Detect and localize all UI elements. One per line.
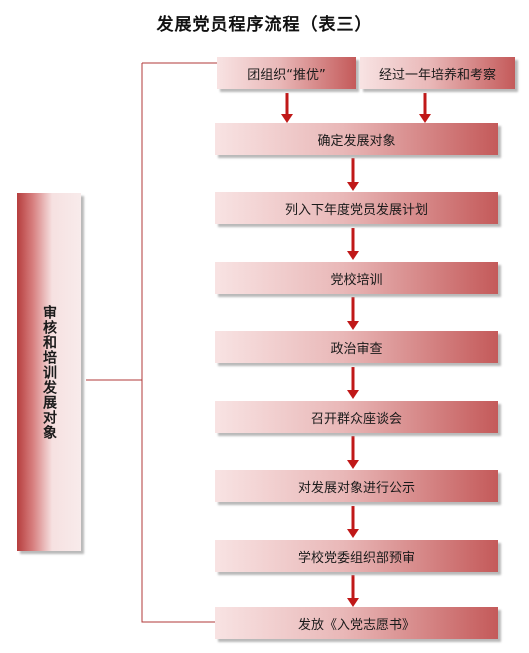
step-box-7: 学校党委组织部预审: [215, 540, 498, 572]
top-box-training: 经过一年培养和考察: [360, 57, 515, 89]
diagram-title: 发展党员程序流程（表三）: [156, 15, 373, 35]
side-box: [17, 193, 81, 551]
step-box-1: 确定发展对象: [215, 123, 498, 155]
flow-arrows: [281, 93, 431, 607]
step-box-8: 发放《入党志愿书》: [215, 607, 498, 639]
step-box-2: 列入下年度党员发展计划: [215, 192, 498, 224]
step-box-4: 政治审查: [215, 331, 498, 363]
top-box-recommend: 团组织“推优”: [217, 57, 356, 89]
step-box-3: 党校培训: [215, 262, 498, 294]
bracket-line: [86, 62, 217, 623]
step-box-5: 召开群众座谈会: [215, 401, 498, 433]
step-box-6: 对发展对象进行公示: [215, 470, 498, 502]
side-label: 审核和培训发展对象: [41, 304, 57, 440]
